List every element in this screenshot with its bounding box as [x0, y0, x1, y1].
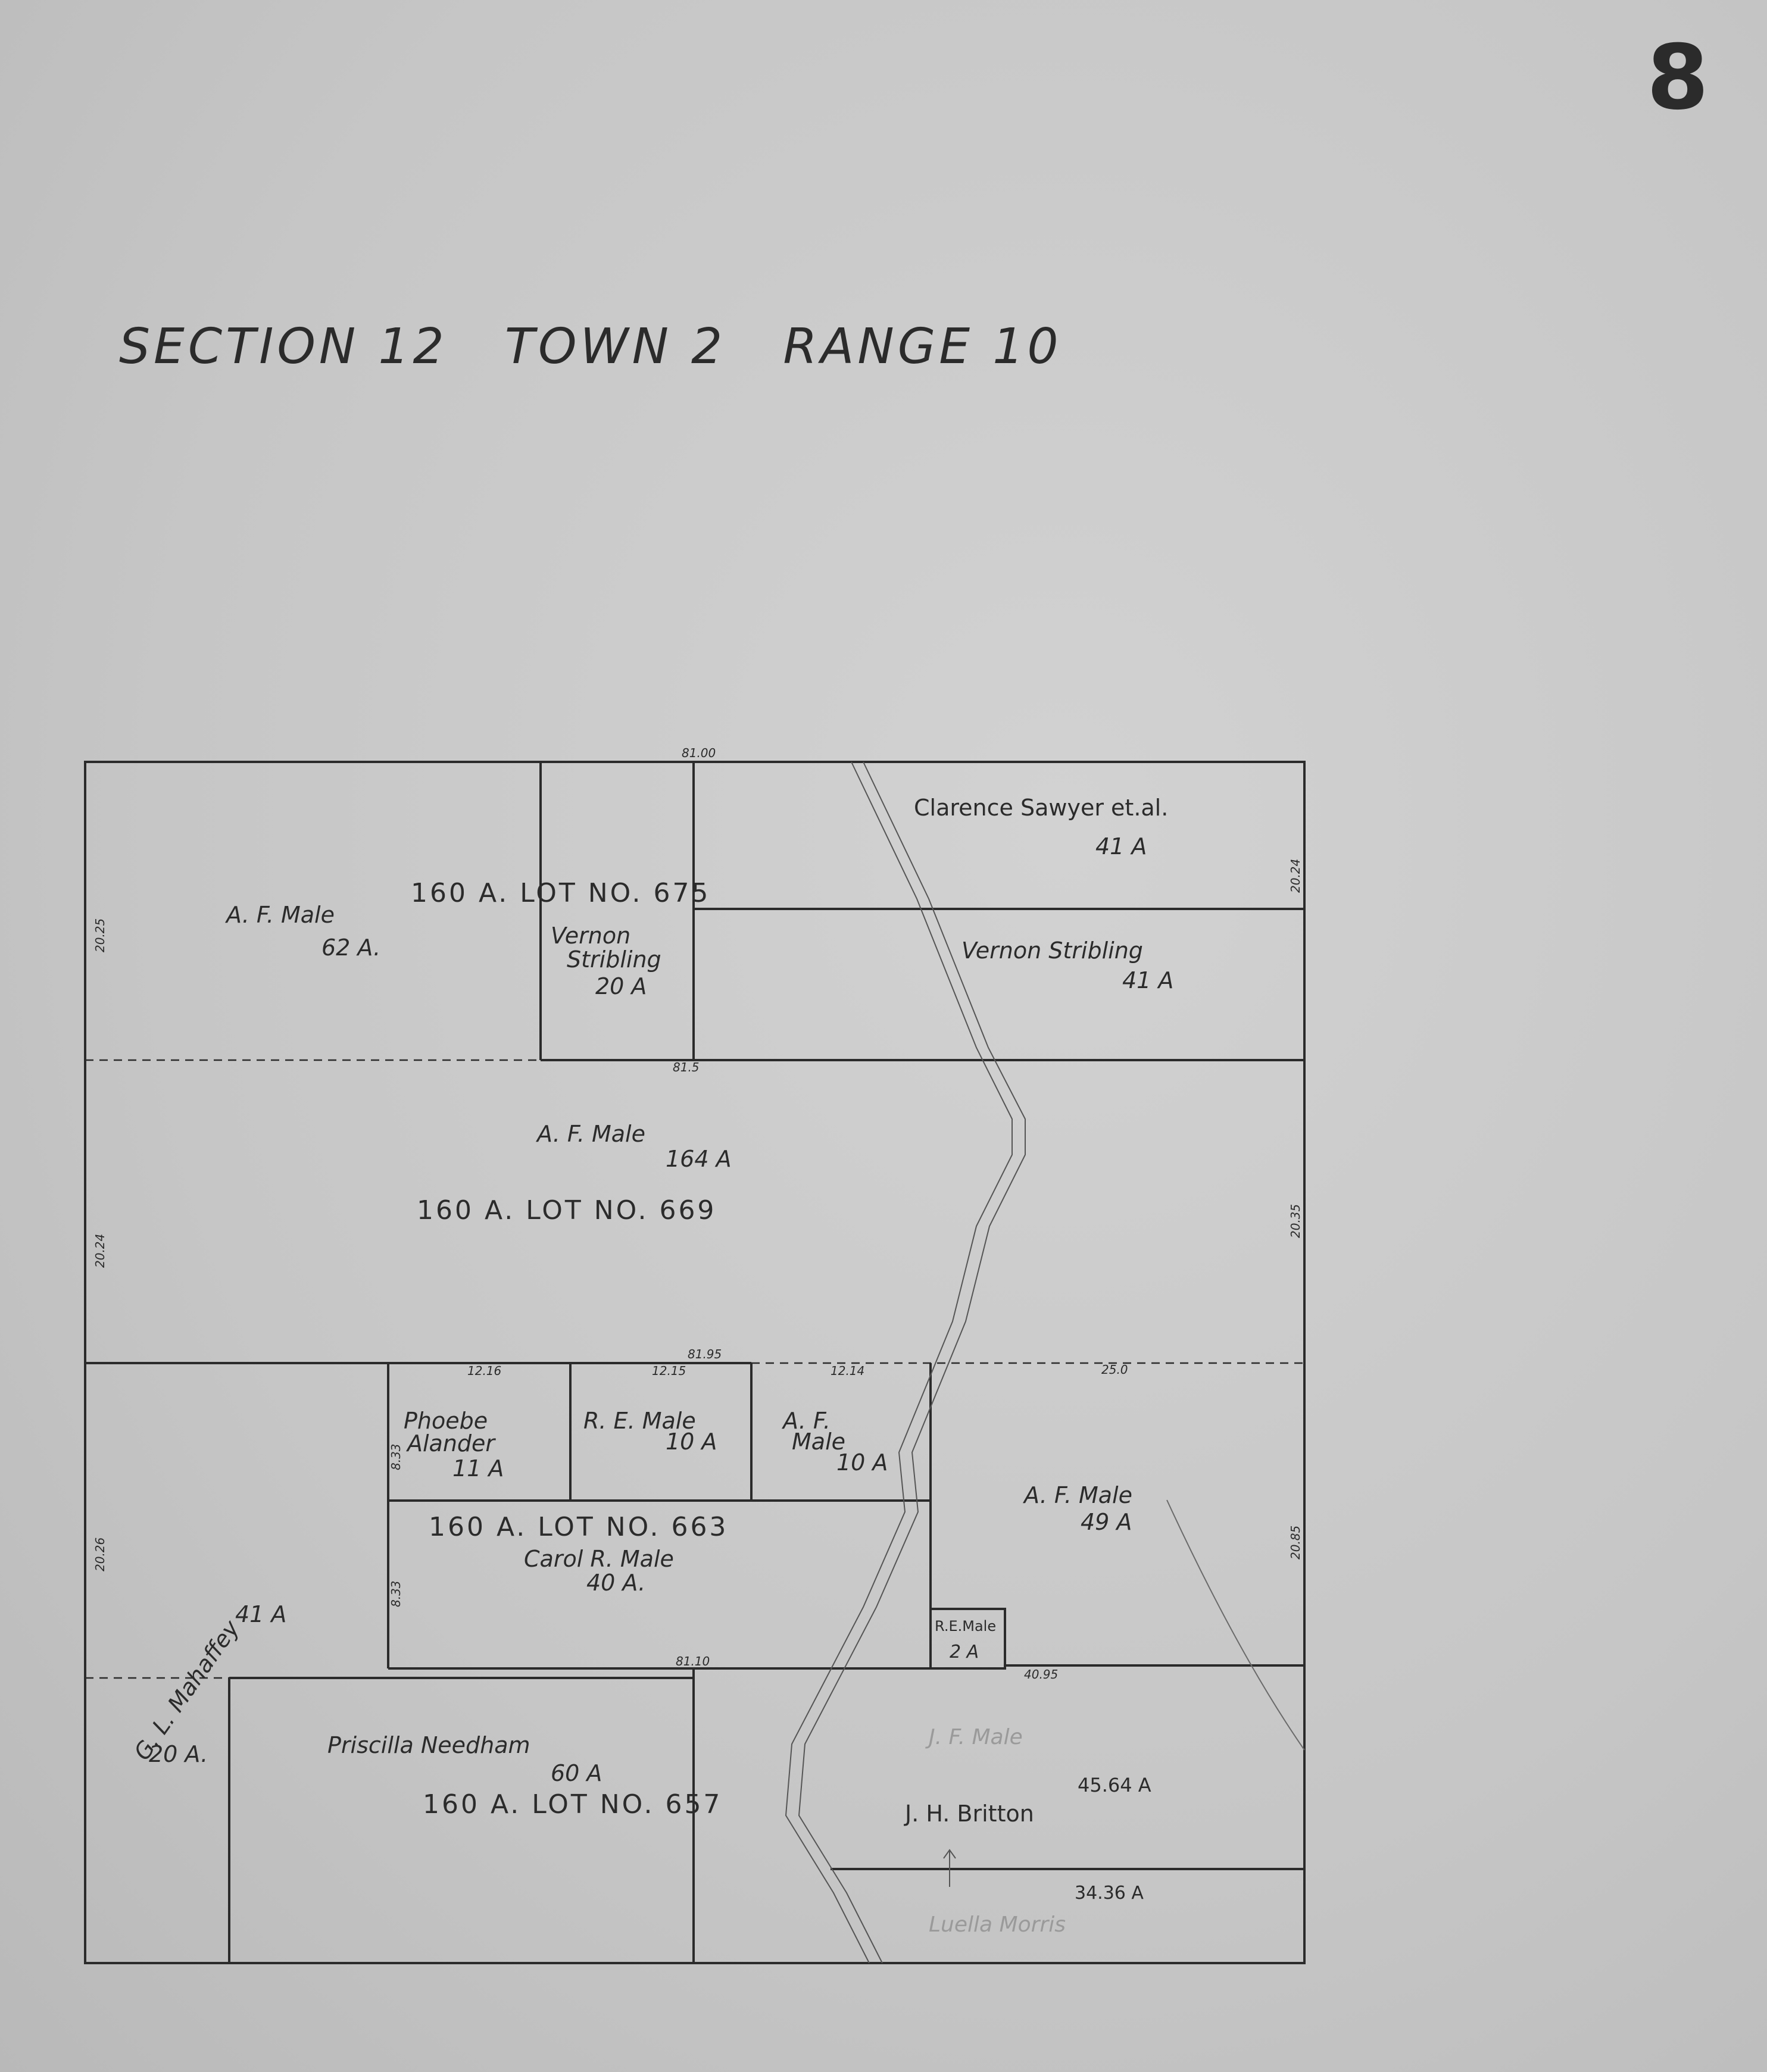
measurement: 81.00 — [682, 746, 716, 760]
faded-note: J. F. Male — [925, 1725, 1023, 1749]
parcel-owner: Alander — [405, 1430, 496, 1457]
creek-line — [1166, 1499, 1305, 1751]
lot-657-label: 160 A. LOT NO. 657 — [423, 1789, 722, 1820]
measurement: 40.95 — [1024, 1667, 1058, 1682]
parcel-owner: J. H. Britton — [904, 1801, 1034, 1827]
measurement: 20.85 — [1288, 1526, 1303, 1560]
page-number: 8 — [1647, 26, 1709, 130]
lot-675-label: 160 A. LOT NO. 675 — [411, 878, 710, 908]
parcel-owner: Stribling — [567, 946, 661, 973]
measurement: 81.10 — [676, 1654, 710, 1668]
parcel-acres: 62 A. — [321, 935, 380, 961]
measurement: 8.33 — [389, 1580, 403, 1607]
parcel-owner: Clarence Sawyer et.al. — [914, 795, 1168, 821]
measurement: 20.26 — [93, 1537, 107, 1571]
measurement: 12.15 — [652, 1364, 686, 1378]
measurement: 12.14 — [831, 1364, 864, 1378]
measurement: 20.24 — [93, 1234, 107, 1268]
lot-669-label: 160 A. LOT NO. 669 — [417, 1195, 716, 1226]
parcel-acres: 164 A — [666, 1146, 732, 1172]
parcel-acres: 40 A. — [586, 1570, 645, 1596]
measurement: 25.0 — [1101, 1362, 1128, 1377]
measurement: 20.25 — [93, 918, 107, 952]
parcel-acres: 41 A — [1095, 833, 1147, 860]
measurement: 81.95 — [688, 1347, 722, 1361]
parcel-acres: 41 A — [1122, 967, 1173, 993]
parcel-owner: Vernon — [551, 923, 630, 949]
parcel-acres: 10 A — [666, 1429, 717, 1455]
parcel-owner: Priscilla Needham — [327, 1732, 530, 1758]
parcel-acres: 60 A — [551, 1760, 602, 1786]
parcel-acres: 11 A — [452, 1455, 504, 1482]
parcel-owner: Vernon Stribling — [961, 937, 1143, 964]
measurement: 81.5 — [673, 1060, 700, 1074]
parcel-lines — [85, 762, 1304, 1963]
measurement: 20.35 — [1288, 1204, 1303, 1238]
parcel-owner: A. F. Male — [1022, 1482, 1132, 1508]
parcel-acres: 20 A — [595, 973, 647, 999]
parcel-owner: R. E. Male — [583, 1408, 696, 1434]
parcel-owner: A. F. — [781, 1408, 831, 1434]
lot-663-label: 160 A. LOT NO. 663 — [429, 1512, 728, 1542]
measurement: 12.16 — [467, 1364, 501, 1378]
map-title: SECTION 12 TOWN 2 RANGE 10 — [119, 318, 1062, 375]
parcel-acres: 41 A — [235, 1601, 286, 1627]
parcel-owner: Phoebe — [404, 1408, 488, 1434]
parcel-owner: R.E.Male — [935, 1618, 996, 1635]
parcel-acres: 10 A — [836, 1449, 888, 1476]
parcel-acres: 20 A. — [149, 1741, 208, 1767]
parcel-owner: A. F. Male — [535, 1121, 645, 1147]
parcel-acres: 34.36 A — [1075, 1883, 1144, 1904]
parcel-owner: A. F. Male — [224, 902, 335, 928]
measurement: 8.33 — [389, 1443, 403, 1470]
measurement: 20.24 — [1288, 859, 1303, 893]
road — [785, 761, 1026, 1964]
parcel-acres: 2 A — [950, 1642, 979, 1662]
parcel-acres: 45.64 A — [1078, 1774, 1151, 1796]
parcel-acres: 49 A — [1081, 1509, 1132, 1535]
faded-note: Luella Morris — [929, 1912, 1066, 1937]
arrow-icon — [943, 1849, 956, 1887]
parcel-owner: Male — [792, 1429, 845, 1455]
parcel-owner: Carol R. Male — [524, 1546, 674, 1572]
